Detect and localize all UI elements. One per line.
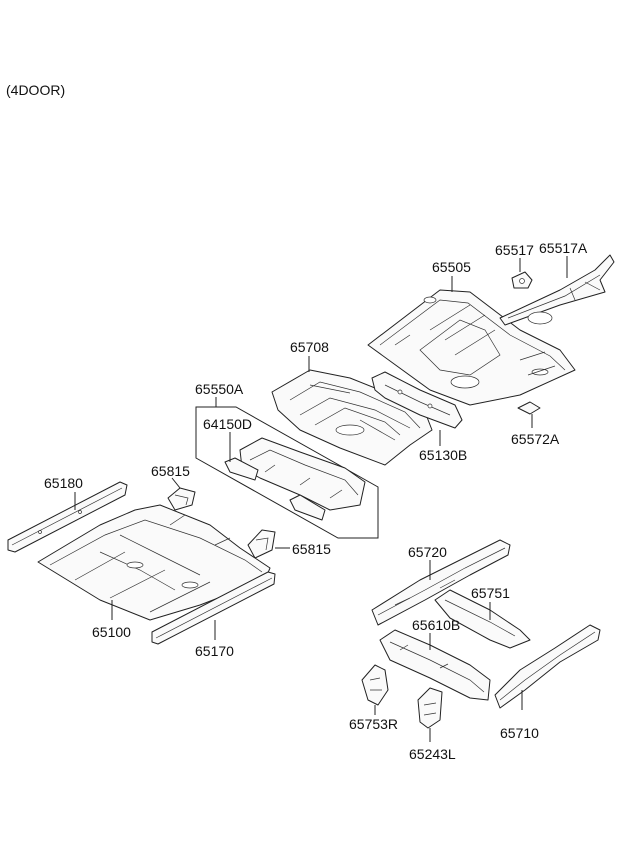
label-65708: 65708 — [290, 339, 329, 355]
label-65815-lower: 65815 — [292, 541, 331, 557]
label-65710: 65710 — [500, 725, 539, 741]
bracket-65572A-part[interactable] — [517, 401, 541, 415]
variant-label: (4DOOR) — [6, 82, 65, 98]
label-65720: 65720 — [408, 544, 447, 560]
center-floor-panel-part[interactable] — [271, 369, 433, 466]
rear-floor-pan-part[interactable] — [367, 289, 576, 406]
assembly-frame-65550A — [195, 406, 379, 539]
bracket-65815-lower-part[interactable] — [247, 529, 276, 559]
seat-bracket-left-part[interactable] — [224, 457, 259, 481]
bracket-65815-upper-part[interactable] — [167, 487, 196, 511]
bracket-65753R-part[interactable] — [361, 664, 389, 706]
label-65517A: 65517A — [539, 240, 588, 256]
label-65100: 65100 — [92, 624, 131, 640]
label-65550A: 65550A — [195, 381, 244, 397]
front-floor-panel-part[interactable] — [37, 504, 271, 621]
rear-floor-side-part[interactable] — [379, 629, 491, 701]
label-65610B: 65610B — [412, 617, 460, 633]
rear-side-member-left-part[interactable] — [371, 539, 511, 626]
label-65130B: 65130B — [419, 447, 467, 463]
label-65753R: 65753R — [349, 716, 398, 732]
bracket-65243L-part[interactable] — [417, 687, 443, 729]
label-65170: 65170 — [195, 643, 234, 659]
label-65180: 65180 — [44, 475, 83, 491]
rear-seat-crossmember-part[interactable] — [371, 371, 463, 429]
label-65815-upper: 65815 — [151, 463, 190, 479]
side-sill-left-part[interactable] — [7, 481, 128, 553]
side-sill-right-part[interactable] — [151, 571, 276, 645]
bracket-65751-part[interactable] — [434, 589, 531, 649]
label-65517: 65517 — [495, 242, 534, 258]
seat-bracket-right-part[interactable] — [289, 494, 326, 521]
label-65572A: 65572A — [511, 431, 560, 447]
bracket-65517-part[interactable] — [511, 271, 533, 289]
label-65751: 65751 — [471, 585, 510, 601]
label-65505: 65505 — [432, 259, 471, 275]
label-65243L: 65243L — [409, 746, 456, 762]
rear-crossmember-part[interactable] — [499, 254, 615, 326]
rear-side-member-right-part[interactable] — [494, 624, 601, 709]
leader-65815-upper — [171, 477, 181, 489]
label-64150D: 64150D — [203, 416, 252, 432]
